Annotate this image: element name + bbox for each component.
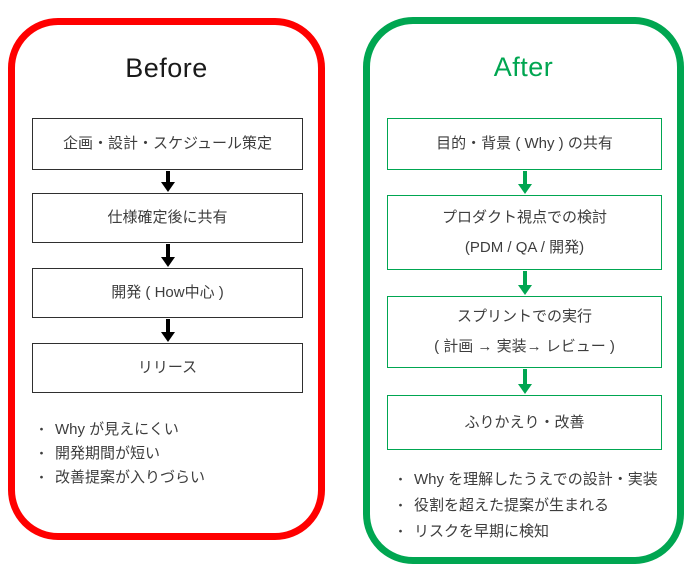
arrow-head	[161, 332, 175, 342]
after-step-why-sharing: 目的・背景 ( Why ) の共有	[387, 118, 662, 170]
bullet-icon: ・	[35, 422, 49, 437]
step-label: 企画・設計・スケジュール策定	[63, 135, 272, 152]
step-label: 仕様確定後に共有	[107, 209, 228, 226]
arrow-stem	[523, 369, 527, 384]
arrow-head	[518, 384, 532, 394]
note-text: 改善提案が入りづらい	[55, 469, 206, 486]
step-label: 開発 ( How中心 )	[111, 284, 224, 301]
step-label-line1: プロダクト視点での検討	[441, 208, 607, 226]
note-item: ・開発期間が短い	[35, 442, 205, 466]
down-arrow-icon	[518, 271, 532, 295]
arrow-stem	[166, 319, 170, 332]
arrow-stem	[523, 271, 527, 285]
bullet-icon: ・	[35, 446, 49, 461]
step-label: ふりかえり・改善	[464, 413, 585, 431]
note-item: ・役割を超えた提案が生まれる	[394, 493, 658, 519]
before-title: Before	[125, 53, 208, 83]
note-item: ・ Why を理解したうえでの設計・実装	[394, 467, 658, 493]
before-step-planning: 企画・設計・スケジュール策定	[32, 118, 303, 170]
step-label-line2: ( 計画 → 実装→ レビュー )	[434, 338, 615, 355]
arrow-head	[518, 184, 532, 194]
bullet-icon: ・	[394, 472, 408, 487]
note-item: ・改善提案が入りづらい	[35, 466, 205, 490]
after-step-product-review: プロダクト視点での検討 (PDM / QA / 開発)	[387, 195, 662, 270]
down-arrow-icon	[518, 171, 532, 194]
step-label-line1: スプリントでの実行	[456, 308, 592, 325]
note-text: リスクを早期に検知	[414, 523, 550, 540]
step-label: 目的・背景 ( Why ) の共有	[436, 135, 613, 152]
arrow-stem	[166, 244, 170, 257]
after-step-retrospective: ふりかえり・改善	[387, 395, 662, 450]
bullet-icon: ・	[35, 470, 49, 485]
before-panel: Before 企画・設計・スケジュール策定 仕様確定後に共有 開発 ( How中…	[8, 18, 325, 540]
note-text: 役割を超えた提案が生まれる	[414, 497, 610, 514]
note-text: Why を理解したうえでの設計・実装	[414, 471, 658, 488]
note-text: 開発期間が短い	[55, 445, 161, 462]
before-step-release: リリース	[32, 343, 303, 393]
before-notes: ・Why が見えにくい ・開発期間が短い ・改善提案が入りづらい	[35, 418, 205, 490]
note-text: Why が見えにくい	[55, 421, 179, 438]
arrow-head	[518, 285, 532, 295]
arrow-stem	[166, 171, 170, 182]
before-step-share-after-spec: 仕様確定後に共有	[32, 193, 303, 243]
note-item: ・ Why が見えにくい	[35, 418, 205, 442]
arrow-head	[161, 257, 175, 267]
down-arrow-icon	[161, 171, 175, 192]
after-step-sprint-execution: スプリントでの実行 ( 計画 → 実装→ レビュー )	[387, 296, 662, 368]
down-arrow-icon	[161, 319, 175, 342]
note-item: ・リスクを早期に検知	[394, 519, 658, 545]
step-label: リリース	[137, 359, 198, 376]
down-arrow-icon	[161, 244, 175, 267]
after-title: After	[493, 52, 554, 82]
step-label-line2: (PDM / QA / 開発)	[464, 238, 585, 256]
before-step-development: 開発 ( How中心 )	[32, 268, 303, 318]
bullet-icon: ・	[394, 498, 408, 513]
arrow-stem	[523, 171, 527, 184]
arrow-head	[161, 182, 175, 192]
after-panel: After 目的・背景 ( Why ) の共有 プロダクト視点での検討 (PDM…	[363, 17, 684, 564]
down-arrow-icon	[518, 369, 532, 394]
bullet-icon: ・	[394, 524, 408, 539]
after-notes: ・Why を理解したうえでの設計・実装 ・役割を超えた提案が生まれる ・リスクを…	[394, 467, 658, 545]
